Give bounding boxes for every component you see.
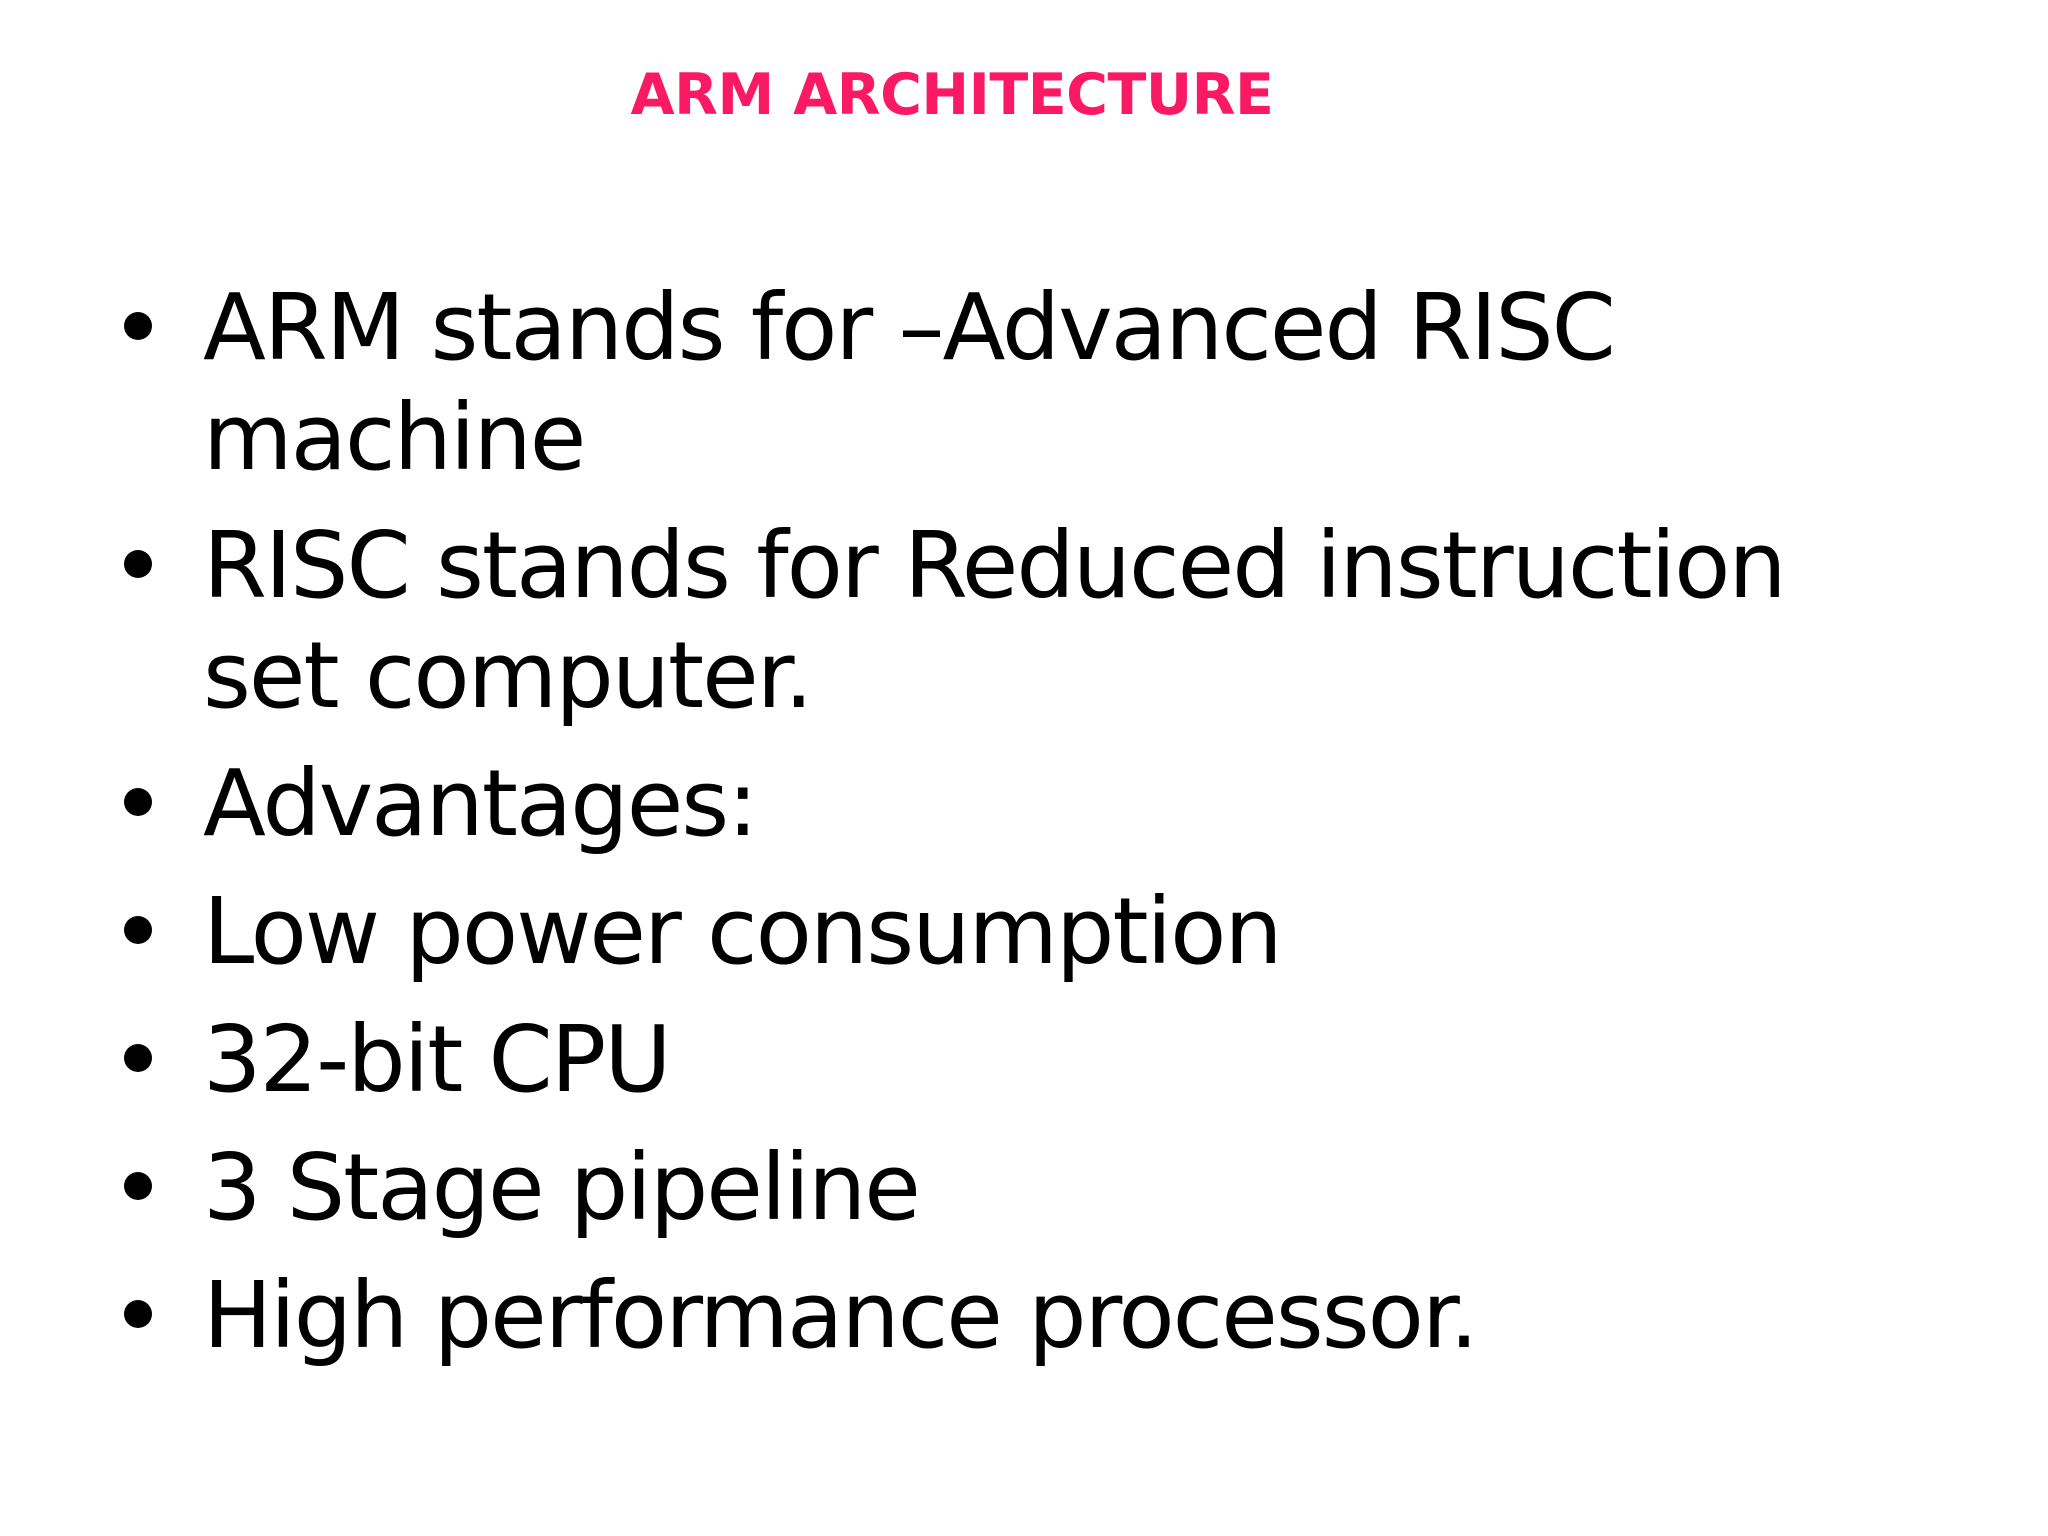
bullet-item-32bit: 32-bit CPU <box>110 1005 2008 1115</box>
bullet-text: High performance processor. <box>203 1262 1479 1369</box>
bullet-item-high-performance: High performance processor. <box>110 1261 2008 1371</box>
bullet-dot <box>124 1044 152 1072</box>
bullet-marker <box>110 1005 203 1115</box>
bullet-list: ARM stands for –Advanced RISC machine RI… <box>110 273 2008 1389</box>
bullet-marker <box>110 877 203 987</box>
bullet-text: 32-bit CPU <box>203 1006 672 1113</box>
bullet-marker <box>110 511 203 621</box>
bullet-dot <box>124 312 152 340</box>
bullet-item-advantages: Advantages: <box>110 749 2008 859</box>
bullet-dot <box>124 916 152 944</box>
bullet-text: ARM stands for –Advanced RISC machine <box>203 274 1616 491</box>
bullet-text: Advantages: <box>203 750 758 857</box>
bullet-item-risc: RISC stands for Reduced instruction set … <box>110 511 2008 731</box>
bullet-marker <box>110 1133 203 1243</box>
bullet-marker <box>110 1261 203 1371</box>
bullet-text: 3 Stage pipeline <box>203 1134 921 1241</box>
bullet-text: RISC stands for Reduced instruction set … <box>203 512 1787 729</box>
bullet-marker <box>110 749 203 859</box>
slide-title: ARM ARCHITECTURE <box>630 62 1274 128</box>
bullet-marker <box>110 273 203 383</box>
bullet-text: Low power consumption <box>203 878 1283 985</box>
bullet-dot <box>124 1172 152 1200</box>
bullet-item-low-power: Low power consumption <box>110 877 2008 987</box>
bullet-dot <box>124 1300 152 1328</box>
bullet-dot <box>124 788 152 816</box>
bullet-item-arm: ARM stands for –Advanced RISC machine <box>110 273 2008 493</box>
bullet-dot <box>124 550 152 578</box>
bullet-item-pipeline: 3 Stage pipeline <box>110 1133 2008 1243</box>
